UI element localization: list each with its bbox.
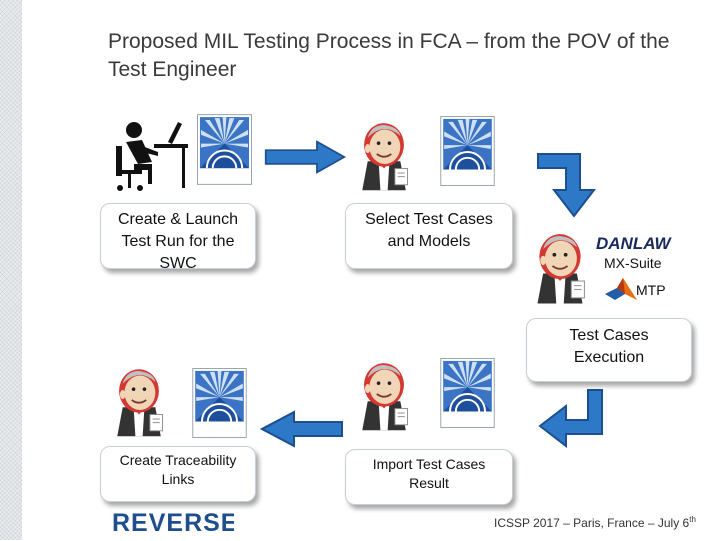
step-select-box: Select Test Cases and Models: [345, 203, 513, 269]
danlaw-logo-icon: DANLAW: [596, 232, 676, 254]
page-title: Proposed MIL Testing Process in FCA – fr…: [108, 30, 670, 81]
arrow-down-left: [538, 389, 603, 448]
polarion-logo-icon: [197, 114, 252, 185]
reverse-logo-text: REVERSE: [112, 509, 234, 536]
arrow-down-right: [537, 153, 597, 218]
step-traceability-label: Create Traceability Links: [119, 452, 237, 487]
polarion-logo-icon: [192, 368, 247, 438]
arrow-left-1: [260, 410, 343, 448]
step-execution-box: Test Cases Execution: [526, 318, 692, 382]
mtp-label: MTP: [636, 282, 666, 298]
engineer-at-desk-icon: [116, 122, 188, 191]
jenkins-butler-icon: [530, 226, 590, 306]
footer-sup: th: [689, 515, 696, 524]
jenkins-butler-icon: [355, 356, 413, 432]
side-texture: [0, 0, 22, 540]
polarion-logo-icon: [440, 116, 495, 186]
step-traceability-box: Create Traceability Links: [100, 446, 256, 502]
danlaw-logo-text: DANLAW: [596, 234, 673, 253]
polarion-logo-icon: [440, 358, 495, 428]
jenkins-butler-icon: [110, 362, 168, 438]
step-create-launch-label: Create & Launch Test Run for the SWC: [117, 211, 239, 272]
matlab-logo-icon: [605, 278, 637, 300]
footer-text: ICSSP 2017 – Paris, France – July 6th: [494, 515, 696, 530]
step-import-label: Import Test Cases Result: [372, 456, 486, 491]
step-select-label: Select Test Cases and Models: [365, 211, 493, 250]
mx-suite-label: MX-Suite: [604, 255, 662, 271]
footer-main: ICSSP 2017 – Paris, France – July 6: [494, 516, 690, 530]
jenkins-butler-icon: [355, 116, 413, 192]
step-create-launch-box: Create & Launch Test Run for the SWC: [100, 203, 256, 272]
step-import-box: Import Test Cases Result: [345, 449, 513, 505]
step-execution-label: Test Cases Execution: [569, 327, 649, 366]
arrow-right-1: [264, 139, 346, 175]
reverse-logo-icon: REVERSE: [112, 508, 237, 537]
